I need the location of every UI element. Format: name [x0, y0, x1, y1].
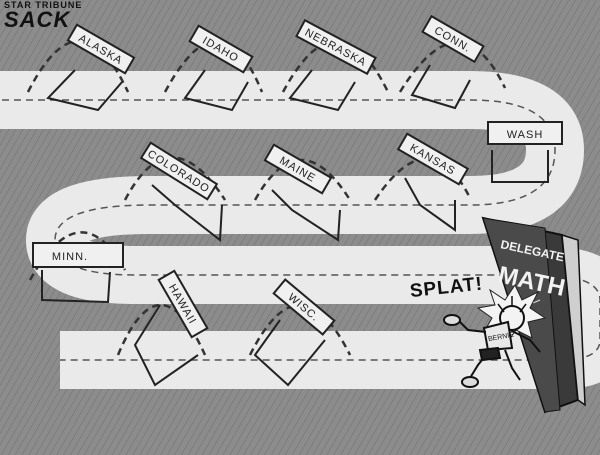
hurdle-stands	[41, 64, 549, 387]
artist-credit: STAR TRIBUNE SACK	[4, 0, 82, 33]
hurdle-conn: CONN.	[421, 14, 485, 64]
credit-paper: STAR TRIBUNE	[4, 0, 83, 10]
runner-shirt-label: BERNIE	[488, 332, 515, 343]
hurdle-wash-label: WASH	[507, 129, 544, 141]
runner: BERNIE	[443, 296, 541, 388]
hurdle-wash: WASH	[487, 121, 563, 145]
credit-artist: SACK	[4, 7, 71, 32]
hurdle-minn: MINN.	[32, 242, 124, 268]
hurdle-minn-label: MINN.	[52, 251, 88, 263]
